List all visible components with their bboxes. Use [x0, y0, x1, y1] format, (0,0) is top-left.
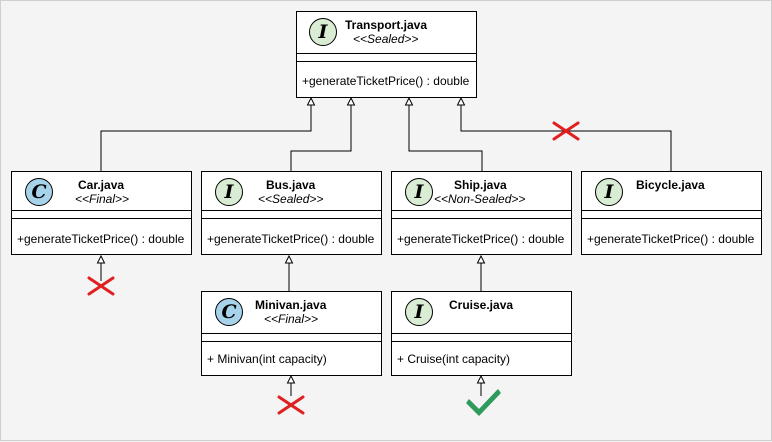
interface-icon: I — [595, 178, 623, 206]
separator — [202, 333, 381, 334]
arrowhead-minivan-bus — [284, 254, 294, 264]
class-member: +generateTicketPrice() : double — [207, 232, 375, 246]
not-allowed-cross-icon — [277, 395, 305, 415]
edge-bicycle-transport — [460, 105, 672, 171]
separator — [392, 218, 571, 219]
interface-icon: I — [405, 298, 433, 326]
class-name: Minivan.java — [255, 298, 327, 312]
arrowhead-ship-transport — [404, 96, 414, 106]
class-name: Car.java — [78, 178, 125, 192]
separator — [392, 210, 571, 211]
not-allowed-cross-icon — [552, 121, 580, 141]
separator — [202, 218, 381, 219]
class-box-car[interactable]: C Car.java <<Final>> +generateTicketPric… — [11, 171, 192, 255]
class-stereotype: <<Non-Sealed>> — [434, 192, 526, 206]
class-icon: C — [215, 298, 243, 326]
edge-bus-transport — [290, 105, 352, 171]
class-stereotype: <<Final>> — [264, 312, 319, 326]
separator — [582, 210, 761, 211]
class-box-ship[interactable]: I Ship.java <<Non-Sealed>> +generateTick… — [391, 171, 572, 255]
class-member: +generateTicketPrice() : double — [397, 232, 565, 246]
arrowhead-bicycle-transport — [456, 96, 466, 106]
arrowhead-bus-transport — [346, 96, 356, 106]
class-member: + Cruise(int capacity) — [397, 352, 511, 366]
separator — [297, 53, 476, 54]
not-allowed-cross-icon — [87, 276, 115, 296]
allowed-check-icon — [466, 389, 501, 416]
class-icon: C — [25, 178, 53, 206]
edge-ship-transport — [408, 105, 483, 171]
separator — [12, 210, 191, 211]
arrowhead-stub-car — [96, 254, 106, 264]
class-stereotype: <<Final>> — [75, 192, 130, 206]
class-box-bicycle[interactable]: I Bicycle.java +generateTicketPrice() : … — [581, 171, 762, 255]
arrowhead-car-transport — [306, 96, 316, 106]
separator — [202, 341, 381, 342]
class-name: Transport.java — [345, 18, 428, 32]
arrowhead-stub-cruise — [476, 374, 486, 384]
class-stereotype: <<Sealed>> — [258, 192, 324, 206]
class-member: + Minivan(int capacity) — [207, 352, 327, 366]
separator — [582, 218, 761, 219]
class-name: Ship.java — [454, 178, 507, 192]
interface-icon: I — [215, 178, 243, 206]
class-name: Bicycle.java — [636, 178, 705, 192]
separator — [297, 61, 476, 62]
class-box-minivan[interactable]: C Minivan.java <<Final>> + Minivan(int c… — [201, 291, 382, 376]
class-name: Bus.java — [266, 178, 316, 192]
class-name: Cruise.java — [449, 298, 514, 312]
separator — [392, 333, 571, 334]
class-box-transport[interactable]: I Transport.java <<Sealed>> +generateTic… — [296, 11, 477, 98]
separator — [392, 341, 571, 342]
separator — [12, 218, 191, 219]
interface-icon: I — [405, 178, 433, 206]
class-member: +generateTicketPrice() : double — [302, 74, 470, 88]
arrowhead-stub-minivan — [286, 374, 296, 384]
arrowhead-cruise-ship — [476, 254, 486, 264]
separator — [202, 210, 381, 211]
class-stereotype: <<Sealed>> — [353, 32, 419, 46]
class-member: +generateTicketPrice() : double — [17, 232, 185, 246]
edge-car-transport — [100, 105, 312, 171]
interface-icon: I — [309, 18, 337, 46]
class-box-cruise[interactable]: I Cruise.java + Cruise(int capacity) — [391, 291, 572, 376]
class-member: +generateTicketPrice() : double — [587, 232, 755, 246]
class-box-bus[interactable]: I Bus.java <<Sealed>> +generateTicketPri… — [201, 171, 382, 255]
